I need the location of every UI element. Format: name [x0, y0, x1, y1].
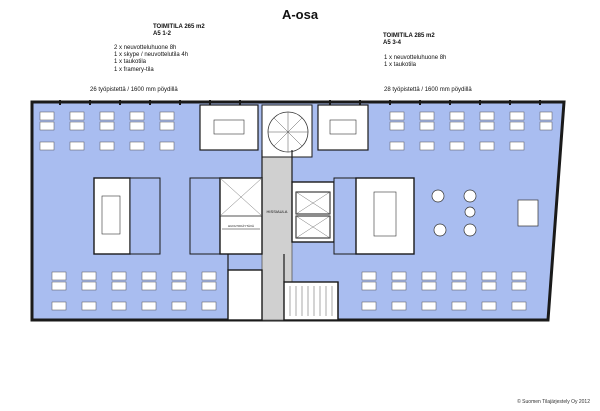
left-meeting-table	[101, 195, 121, 235]
left-space-heading: TOIMITILA 265 m2	[153, 24, 205, 30]
desks-bottom-right	[361, 271, 527, 311]
elevator-block	[291, 181, 335, 243]
right-space-items: 1 x neuvotteluhuone 8h 1 x taukotila	[384, 55, 446, 69]
left-space-seats: 26 työpistettä / 1600 mm pöydillä	[90, 87, 178, 93]
desks-top-right	[389, 111, 553, 151]
right-end-table	[517, 199, 539, 227]
lower-stair	[283, 281, 339, 321]
service-room-label: HUOLTOKÄYTÄVÄ	[228, 224, 254, 228]
right-space-heading: TOIMITILA 285 m2	[383, 33, 435, 39]
elevator-hall-label: HISSIAULA	[267, 209, 288, 214]
right-space-seats: 28 työpistettä / 1600 mm pöydillä	[384, 87, 472, 93]
left-room-2	[129, 177, 161, 255]
left-space-item: 2 x neuvotteluhuone 8h	[114, 45, 177, 51]
elevator-2	[295, 215, 331, 239]
lower-stair-treads	[289, 286, 333, 316]
right-space-item: 1 x taukotila	[384, 62, 417, 69]
right-meeting-room	[355, 177, 415, 255]
elevator-1	[295, 191, 331, 215]
copyright-text: © Suomen Tilajärjestely Oy 2012	[517, 399, 590, 405]
desks-bottom-left	[51, 271, 217, 311]
window-marks-top	[59, 100, 541, 105]
right-space-info: TOIMITILA 285 m2 A5 3-4	[383, 33, 435, 47]
spiral-stair-treads	[268, 112, 308, 152]
left-space-items: 2 x neuvotteluhuone 8h 1 x skype / neuvo…	[114, 45, 188, 74]
top-right-meeting-table	[329, 119, 357, 135]
left-space-sub: A5 1-2	[153, 31, 172, 38]
right-meeting-table	[373, 191, 397, 237]
right-space-sub: A5 3-4	[383, 40, 402, 47]
top-left-meeting-table	[213, 119, 245, 135]
right-room-1	[333, 177, 357, 255]
left-space-item: 1 x skype / neuvottelutila 4h	[114, 52, 189, 59]
page-title: A-osa	[281, 7, 319, 22]
right-space-item: 1 x neuvotteluhuone 8h	[384, 55, 447, 61]
desks-top-left	[39, 111, 175, 151]
lower-room-1	[227, 269, 263, 321]
break-area-tables	[431, 189, 477, 237]
left-space-item: 1 x framery-tila	[114, 66, 154, 73]
partition-walls	[227, 150, 339, 320]
left-room-3	[189, 177, 221, 255]
left-space-info: TOIMITILA 265 m2 A5 1-2	[153, 24, 205, 38]
left-space-item: 1 x taukotila	[114, 59, 147, 66]
